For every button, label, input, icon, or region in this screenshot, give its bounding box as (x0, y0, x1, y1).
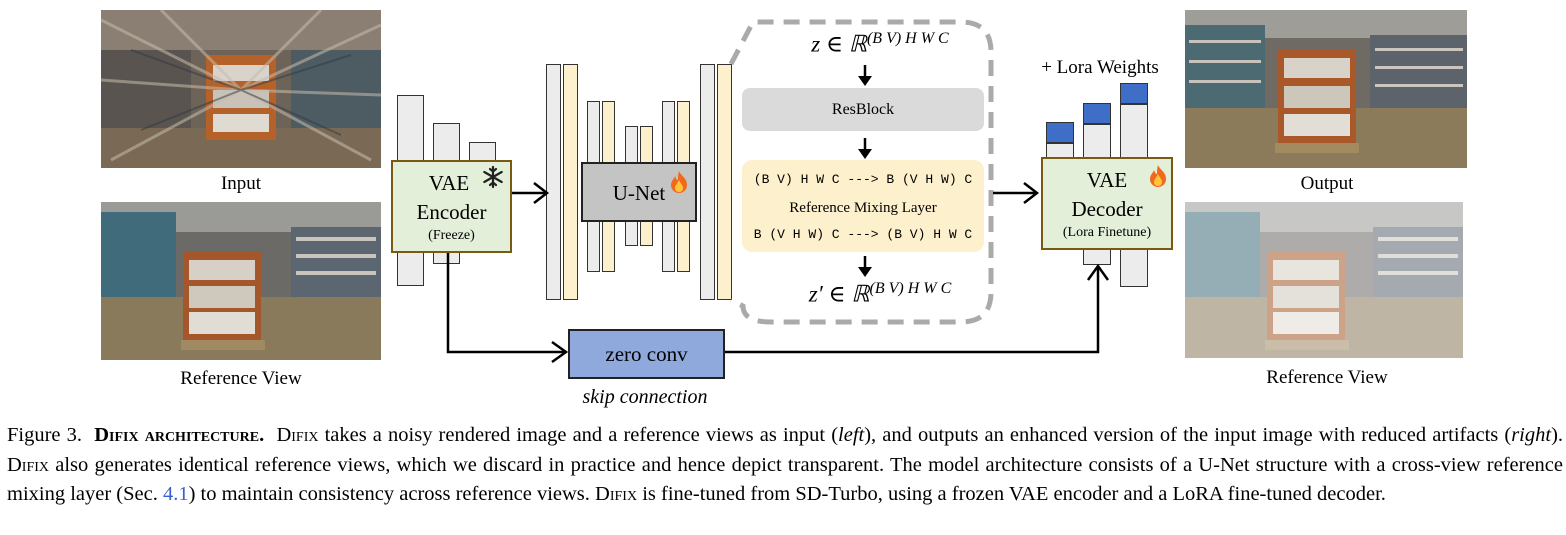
vae-encoder-line1: VAE (428, 171, 470, 195)
resblock-label: ResBlock (831, 101, 895, 118)
reshape-top: (B V) H W C ---> B (V H W) C (753, 172, 973, 187)
reshape-bottom: B (V H W) C ---> (B V) H W C (753, 227, 973, 242)
figure-caption: Figure 3. Difix architecture. Difix take… (7, 424, 1564, 505)
vae-encoder-line2: Encoder (416, 200, 487, 224)
reference-mixing-label: Reference Mixing Layer (789, 200, 937, 216)
lora-weight-block-1 (1046, 122, 1074, 143)
z-output-label: z′ ∈ ℝ(B V) H W C (808, 280, 952, 307)
arrow-down-icon (858, 256, 872, 277)
reference-view-left-label: Reference View (180, 368, 302, 389)
reference-view-right-label: Reference View (1266, 367, 1388, 388)
reference-view-right-image (1185, 202, 1463, 358)
vae-decoder-box: VAE Decoder (Lora Finetune) (1041, 157, 1173, 250)
fire-icon (1150, 165, 1166, 187)
z-input-label: z ∈ ℝ(B V) H W C (811, 30, 949, 57)
unet-bar-1 (546, 64, 561, 300)
vae-decoder-line2: Decoder (1071, 197, 1143, 221)
unet-box: U-Net (581, 162, 697, 222)
lora-weight-block-2 (1083, 103, 1111, 124)
snowflake-icon (483, 165, 503, 189)
output-label: Output (1300, 173, 1354, 194)
unet-label: U-Net (612, 181, 666, 205)
arrow-down-icon (858, 138, 872, 159)
zero-conv-box: zero conv (568, 329, 725, 379)
unet-bar-2 (563, 64, 578, 300)
zero-conv-label: zero conv (605, 342, 688, 366)
input-image (101, 10, 381, 168)
arrow-down-icon (858, 65, 872, 86)
unet-bar-10 (717, 64, 732, 300)
resblock-box: ResBlock (742, 88, 984, 131)
detail-panel-outline (728, 19, 994, 325)
reference-mixing-box: (B V) H W C ---> B (V H W) C Reference M… (742, 160, 984, 252)
lora-weight-block-3 (1120, 83, 1148, 104)
skip-connection-label: skip connection (582, 386, 708, 408)
vae-decoder-line1: VAE (1086, 168, 1128, 192)
unet-bar-9 (700, 64, 715, 300)
fire-icon (671, 171, 687, 193)
reference-view-left-image (101, 202, 381, 360)
output-image (1185, 10, 1467, 168)
vae-decoder-line3: (Lora Finetune) (1062, 225, 1152, 240)
vae-encoder-line3: (Freeze) (428, 228, 475, 243)
caption-title: Difix architecture. (94, 424, 265, 446)
connector-arrows (446, 182, 1110, 364)
lora-weights-label: + Lora Weights (1041, 57, 1159, 78)
vae-encoder-box: VAE Encoder (Freeze) (391, 160, 512, 253)
input-label: Input (220, 173, 262, 194)
figure-number: Figure 3. (7, 424, 83, 446)
section-link[interactable]: 4.1 (162, 483, 189, 505)
